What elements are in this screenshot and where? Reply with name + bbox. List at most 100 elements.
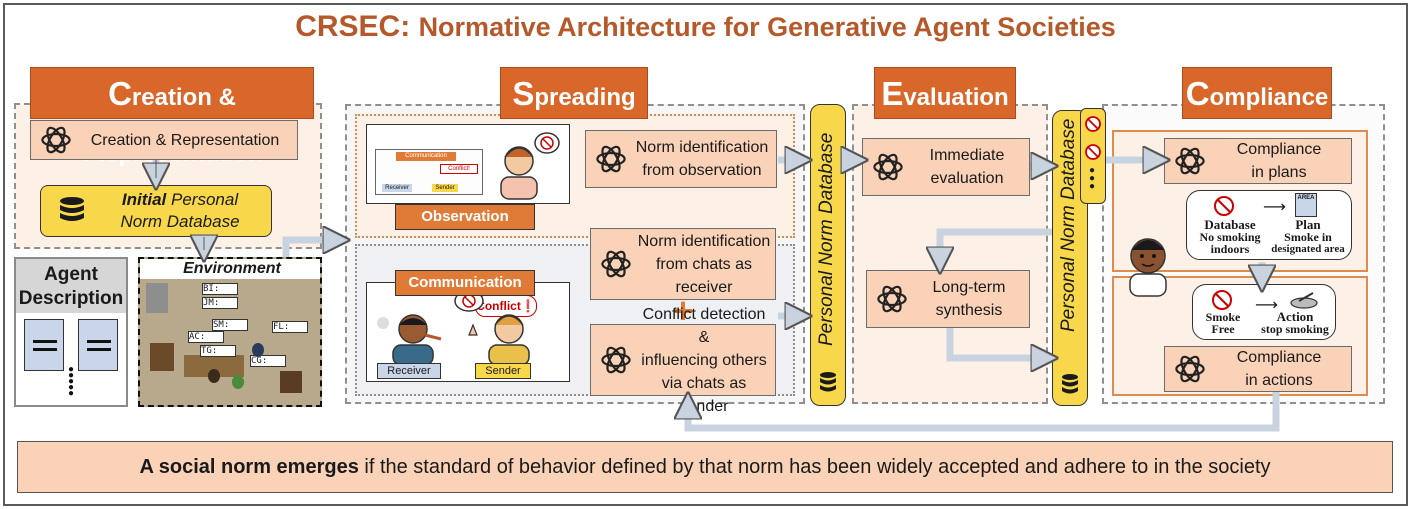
- mini-communication-scene: Communication Conflict! Receiver Sender: [375, 149, 483, 195]
- document-icon: [24, 319, 64, 371]
- no-smoking-icon: [1212, 290, 1232, 310]
- agent-sprite-icon: [208, 369, 220, 383]
- header-creation-representation: Creation & Representation: [30, 67, 314, 168]
- norm-database-line: Norm Database: [120, 212, 240, 231]
- agent-tag: SM:: [212, 319, 248, 331]
- openai-icon: [601, 250, 631, 278]
- title-acronym: CRSEC:: [295, 10, 411, 43]
- actions-line2: in actions: [1245, 372, 1313, 389]
- document-icon: [78, 319, 118, 371]
- initial-norm-database: Initial Personal Norm Database: [40, 185, 272, 237]
- figure-title: CRSEC: Normative Architecture for Genera…: [0, 10, 1411, 44]
- database-sub2: indoors: [1210, 242, 1250, 256]
- environment-label: Environment: [140, 259, 320, 279]
- norm-identification-observation-box: Norm identification from observation: [585, 130, 777, 188]
- communication-illustration: Conflict❗ Receiver Sender: [366, 282, 570, 382]
- fridge-icon: [146, 283, 168, 313]
- plan-sub2: designated area: [1271, 243, 1345, 255]
- smoke-word: Smoke: [1205, 310, 1241, 324]
- agent-tag: FL:: [272, 321, 308, 333]
- agent-sprite-icon: [232, 375, 244, 389]
- openai-icon: [873, 153, 903, 181]
- database-vertical-label: Personal Norm Database: [816, 132, 837, 346]
- actions-line1: Compliance: [1236, 349, 1322, 366]
- database-icon: [1062, 374, 1078, 394]
- creation-representation-label: Creation & Representation: [90, 131, 280, 149]
- database-icon: [820, 372, 836, 392]
- creation-representation-box: Creation & Representation: [30, 120, 298, 160]
- personal-word: Personal: [166, 190, 239, 209]
- designated-area-sign-icon: AREA: [1295, 193, 1317, 217]
- arrow-right-icon: ⟶: [1263, 199, 1286, 216]
- norm-obs-line2: from observation: [642, 162, 762, 179]
- database-vertical-label: Personal Norm Database: [1058, 118, 1079, 332]
- plan-word: Plan: [1295, 217, 1321, 232]
- agent-label: Agent: [44, 264, 98, 285]
- database-icon: [60, 197, 84, 221]
- agent-tag: JM:: [202, 297, 238, 309]
- communication-label: Communication: [395, 270, 535, 296]
- observer-person-icon: [500, 132, 560, 200]
- longterm-line1: Long-term: [932, 279, 1006, 296]
- plans-line1: Compliance: [1236, 141, 1322, 158]
- norm-chat-line2: from chats as: [655, 255, 753, 273]
- mini-sender-label: Sender: [432, 184, 458, 192]
- agent-tag: CG:: [250, 355, 286, 367]
- observation-illustration: Communication Conflict! Receiver Sender: [366, 124, 570, 204]
- arrow-right-icon: ⟶: [1255, 297, 1278, 314]
- conflict-line3: via chats as sender: [661, 374, 747, 415]
- agent-person-icon: [1129, 238, 1167, 297]
- figure-frame: [3, 3, 1408, 506]
- openai-icon: [877, 285, 907, 313]
- free-word: Free: [1211, 322, 1235, 336]
- conflict-line1: Conflict detection &: [642, 305, 766, 346]
- plan-thought-bubble: ⟶ AREA Database No smoking indoors Plan …: [1186, 190, 1352, 260]
- openai-icon: [1175, 355, 1205, 383]
- title-rest: Normative Architecture for Generative Ag…: [418, 12, 1116, 42]
- receiver-label: Receiver: [377, 363, 441, 379]
- database-word: Database: [1204, 217, 1256, 232]
- sender-label: Sender: [475, 363, 531, 379]
- norm-chat-line1: Norm identification: [637, 232, 771, 250]
- conflict-line2: influencing others: [641, 351, 767, 369]
- mini-receiver-label: Receiver: [382, 184, 412, 192]
- statement-rest: if the standard of behavior defined by t…: [358, 456, 1271, 478]
- header-compliance: Compliance: [1182, 67, 1332, 119]
- statement-bold: A social norm emerges: [139, 456, 359, 478]
- receiver-sender-people-icon: [377, 290, 530, 365]
- norm-identification-chats-box: Norm identification from chats as receiver: [590, 228, 776, 300]
- more-dots-icon: ●●●: [1088, 165, 1096, 192]
- ashtray-icon: [1290, 292, 1318, 309]
- description-label: Description: [18, 288, 124, 309]
- observation-label: Observation: [395, 204, 535, 230]
- compliance-in-actions-box: Compliance in actions: [1164, 346, 1352, 392]
- mini-communication-label: Communication: [396, 152, 456, 161]
- furniture-icon: [150, 343, 174, 371]
- agent-tag: AC:: [188, 331, 224, 343]
- action-word: Action: [1276, 309, 1314, 324]
- plans-line2: in plans: [1251, 164, 1307, 181]
- no-smoking-icon: [1085, 116, 1101, 132]
- agent-tag: BI:: [202, 283, 238, 295]
- no-smoking-icon: [1214, 196, 1234, 216]
- action-sub: stop smoking: [1261, 322, 1329, 336]
- immediate-line2: evaluation: [930, 170, 1004, 187]
- plan-sub1: Smoke in: [1284, 230, 1332, 244]
- agent-description-panel: Agent Description ●●●●●: [14, 257, 128, 407]
- vertical-dots-icon: ●●●●●: [68, 364, 75, 399]
- agent-sprite-icon: [252, 343, 264, 357]
- norm-chat-line3: receiver: [675, 278, 733, 296]
- header-spreading: Spreading: [500, 67, 648, 119]
- plus-icon: +: [672, 290, 694, 331]
- social-norm-statement: A social norm emerges if the standard of…: [17, 441, 1393, 493]
- environment-panel: Environment BI: JM: SM: FL: AC: TG: CG:: [138, 257, 322, 407]
- agent-tag: TG:: [200, 345, 236, 357]
- table-icon: [184, 355, 244, 377]
- personal-norm-database-left: Personal Norm Database: [810, 104, 846, 406]
- compliance-in-plans-box: Compliance in plans: [1164, 138, 1352, 184]
- norm-obs-line1: Norm identification: [635, 139, 769, 156]
- database-sub1: No smoking: [1199, 230, 1261, 244]
- mini-conflict-bubble: Conflict!: [440, 164, 478, 174]
- immediate-line1: Immediate: [929, 147, 1005, 164]
